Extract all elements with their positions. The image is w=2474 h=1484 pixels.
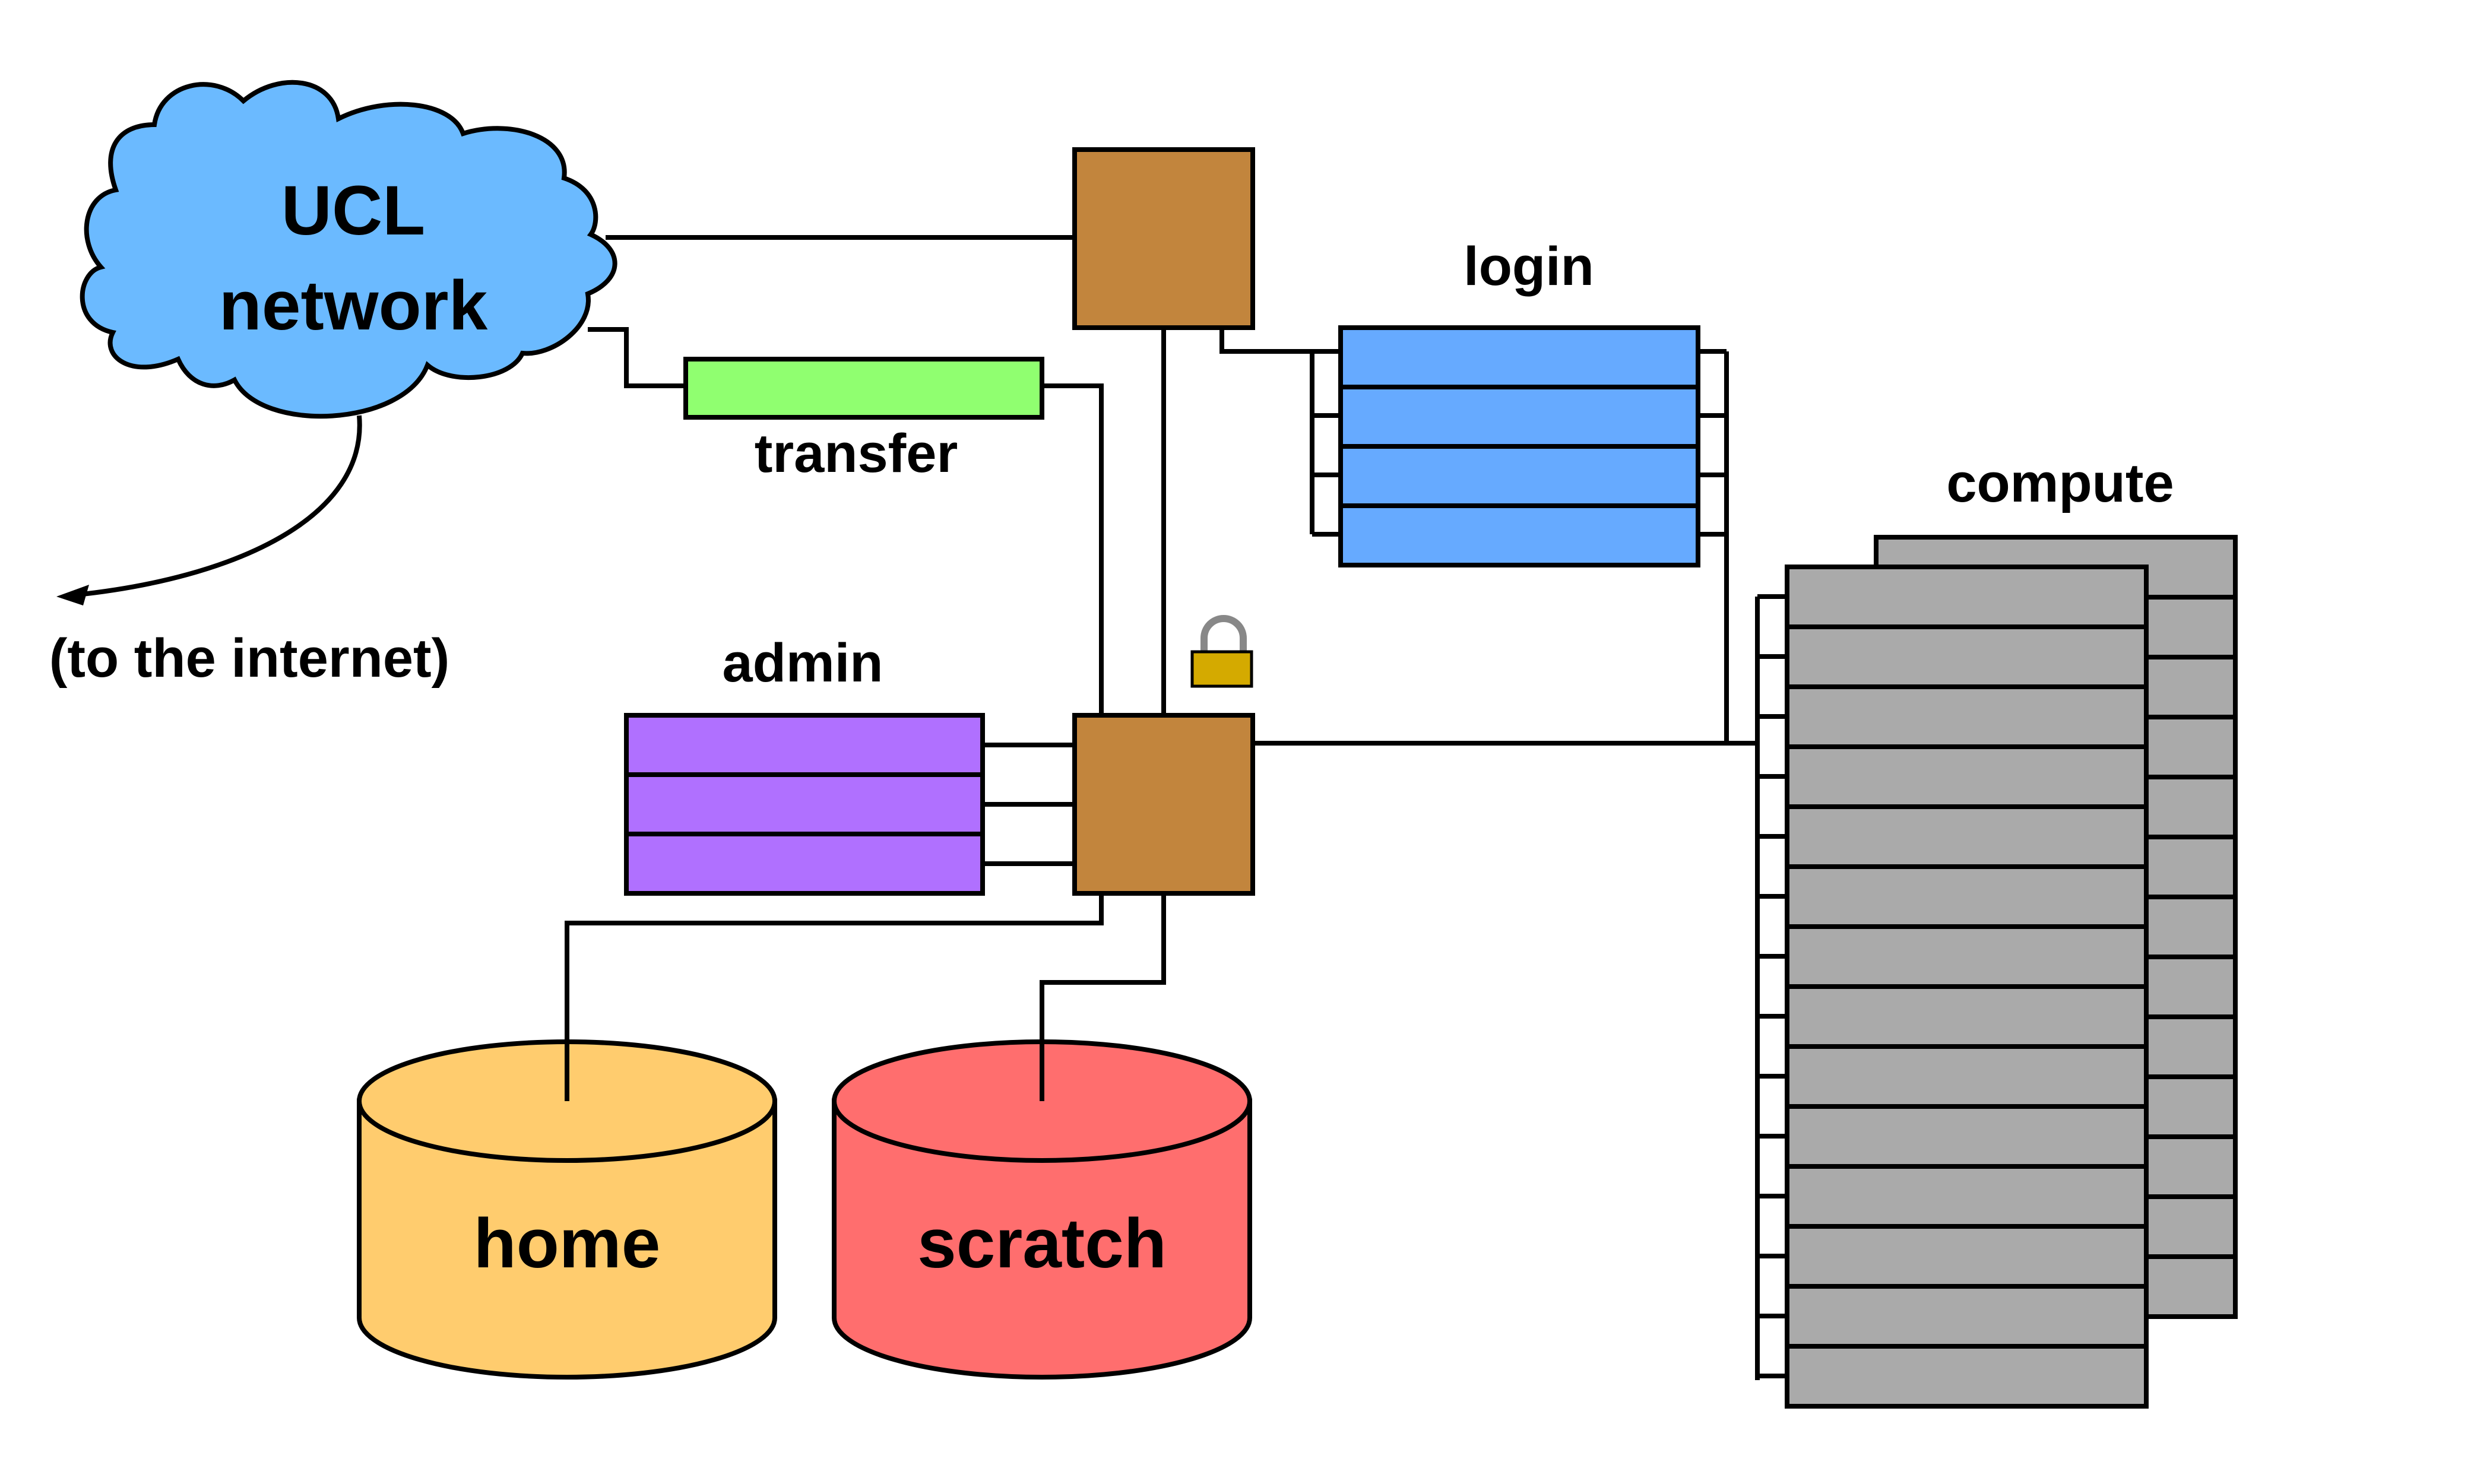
home-storage: home	[357, 1039, 777, 1380]
cloud-shape	[80, 80, 617, 419]
login-label: login	[1464, 236, 1594, 297]
cloud-label-line2: network	[219, 267, 488, 345]
login-node	[1338, 444, 1700, 508]
scratch-label: scratch	[917, 1204, 1167, 1283]
scratch-storage: scratch	[832, 1039, 1252, 1380]
internet-label: (to the internet)	[49, 628, 450, 689]
cloud-label-line1: UCL	[281, 172, 426, 250]
admin-label: admin	[723, 633, 883, 693]
padlock-icon	[1190, 615, 1253, 688]
top-switch	[1072, 147, 1255, 330]
admin-node	[624, 772, 985, 836]
compute-label: compute	[1946, 453, 2174, 513]
login-cluster: login	[1338, 236, 1700, 567]
compute-node	[1785, 984, 2149, 1049]
compute-bus-ticks	[1757, 594, 1787, 1378]
compute-node	[1785, 864, 2149, 929]
home-cylinder-body	[357, 1099, 777, 1380]
compute-front-rack	[1785, 565, 2149, 1409]
home-label: home	[474, 1204, 661, 1283]
compute-node	[1785, 624, 2149, 689]
compute-node	[1785, 1164, 2149, 1229]
compute-node	[1785, 744, 2149, 809]
admin-node	[624, 713, 985, 777]
ucl-network-cloud: UCL network	[80, 80, 617, 419]
compute-node	[1785, 804, 2149, 869]
login-node	[1338, 503, 1700, 567]
scratch-cylinder-body	[832, 1099, 1252, 1380]
bottom-switch	[1072, 713, 1255, 896]
compute-node	[1785, 1344, 2149, 1409]
compute-node	[1785, 565, 2149, 629]
compute-node	[1785, 1044, 2149, 1109]
compute-node	[1785, 684, 2149, 749]
admin-cluster: admin	[624, 633, 985, 896]
admin-node	[624, 832, 985, 896]
compute-node	[1785, 1224, 2149, 1289]
compute-node	[1785, 924, 2149, 989]
transfer-label: transfer	[755, 423, 958, 484]
compute-cluster: compute	[1757, 453, 2238, 1409]
transfer-box	[683, 357, 1044, 420]
compute-node	[1785, 1104, 2149, 1169]
login-node	[1338, 385, 1700, 449]
compute-node	[1785, 1284, 2149, 1349]
login-node	[1338, 325, 1700, 389]
transfer-node: transfer	[683, 357, 1044, 484]
